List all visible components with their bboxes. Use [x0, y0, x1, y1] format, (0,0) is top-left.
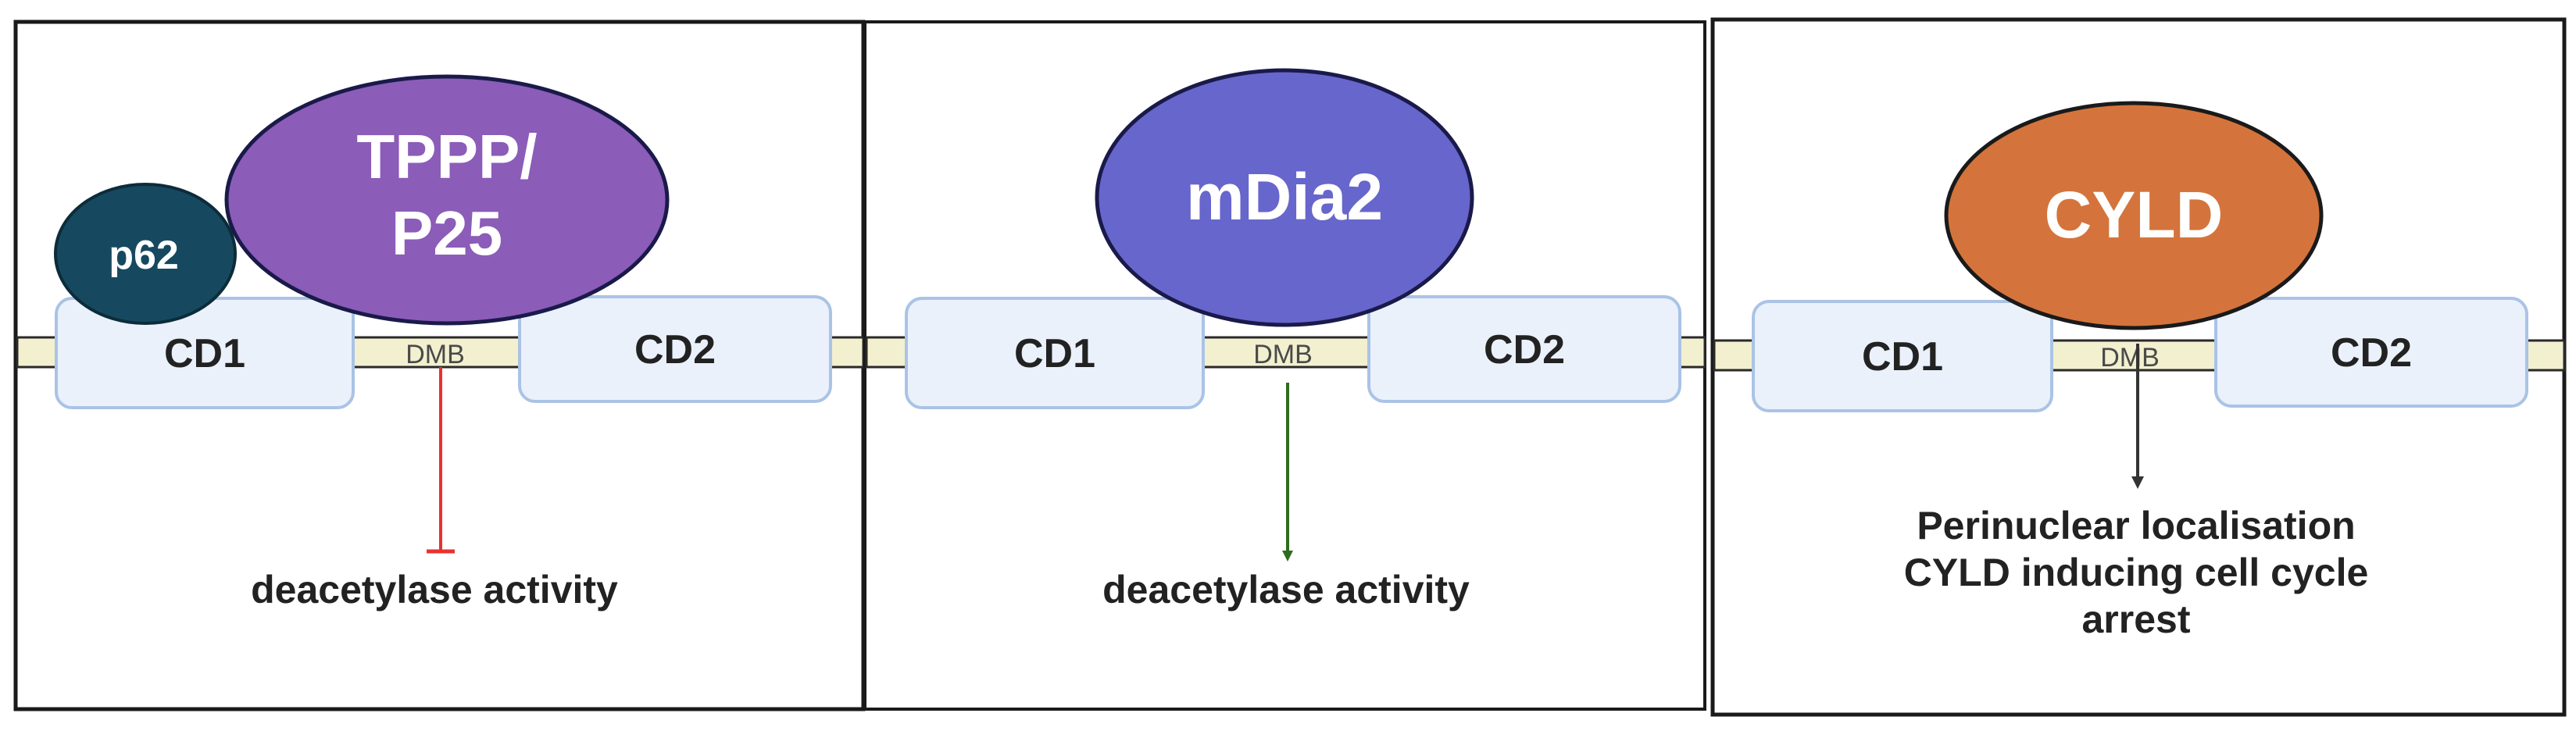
cyld-protein [1944, 101, 2324, 330]
panel-tppp-p25: CD1 DMB CD2 TPPP/ P25 p62 deacetylase ac… [13, 20, 866, 711]
cd2-domain [2214, 297, 2528, 408]
tppp-p25-protein [224, 74, 670, 326]
effect-text-line1: Perinuclear localisation [1917, 504, 2355, 547]
cd2-domain [1367, 295, 1681, 403]
dmb-label: DMB [2100, 343, 2160, 373]
cd1-label: CD1 [164, 331, 245, 376]
panel-cyld: CD1 DMB CD2 CYLD Perinuclear localisatio… [1710, 17, 2567, 717]
effect-text: deacetylase activity [1102, 568, 1470, 612]
mdia2-label: mDia2 [1186, 160, 1383, 234]
p62-protein [54, 183, 237, 325]
p62-label: p62 [109, 233, 179, 278]
effect-text-line3: arrest [2082, 597, 2191, 641]
cyld-label: CYLD [2045, 178, 2224, 251]
dmb-label: DMB [1253, 340, 1313, 369]
cd2-label: CD2 [2331, 330, 2412, 376]
cd1-domain [1752, 300, 2053, 412]
dmb-label: DMB [406, 340, 465, 369]
cd1-label: CD1 [1862, 334, 1943, 380]
cd2-label: CD2 [634, 327, 716, 373]
tppp-label-line2: P25 [391, 198, 502, 268]
cd2-label: CD2 [1484, 327, 1565, 373]
panel-mdia2: CD1 DMB CD2 mDia2 deacetylase activity [863, 20, 1706, 711]
mdia2-protein [1095, 68, 1474, 327]
cd1-label: CD1 [1014, 331, 1095, 376]
cd2-domain [518, 295, 832, 403]
effect-text-line2: CYLD inducing cell cycle [1904, 551, 2369, 594]
effect-text: deacetylase activity [251, 568, 618, 612]
tppp-label-line1: TPPP/ [356, 122, 537, 191]
cd1-domain [905, 297, 1205, 409]
